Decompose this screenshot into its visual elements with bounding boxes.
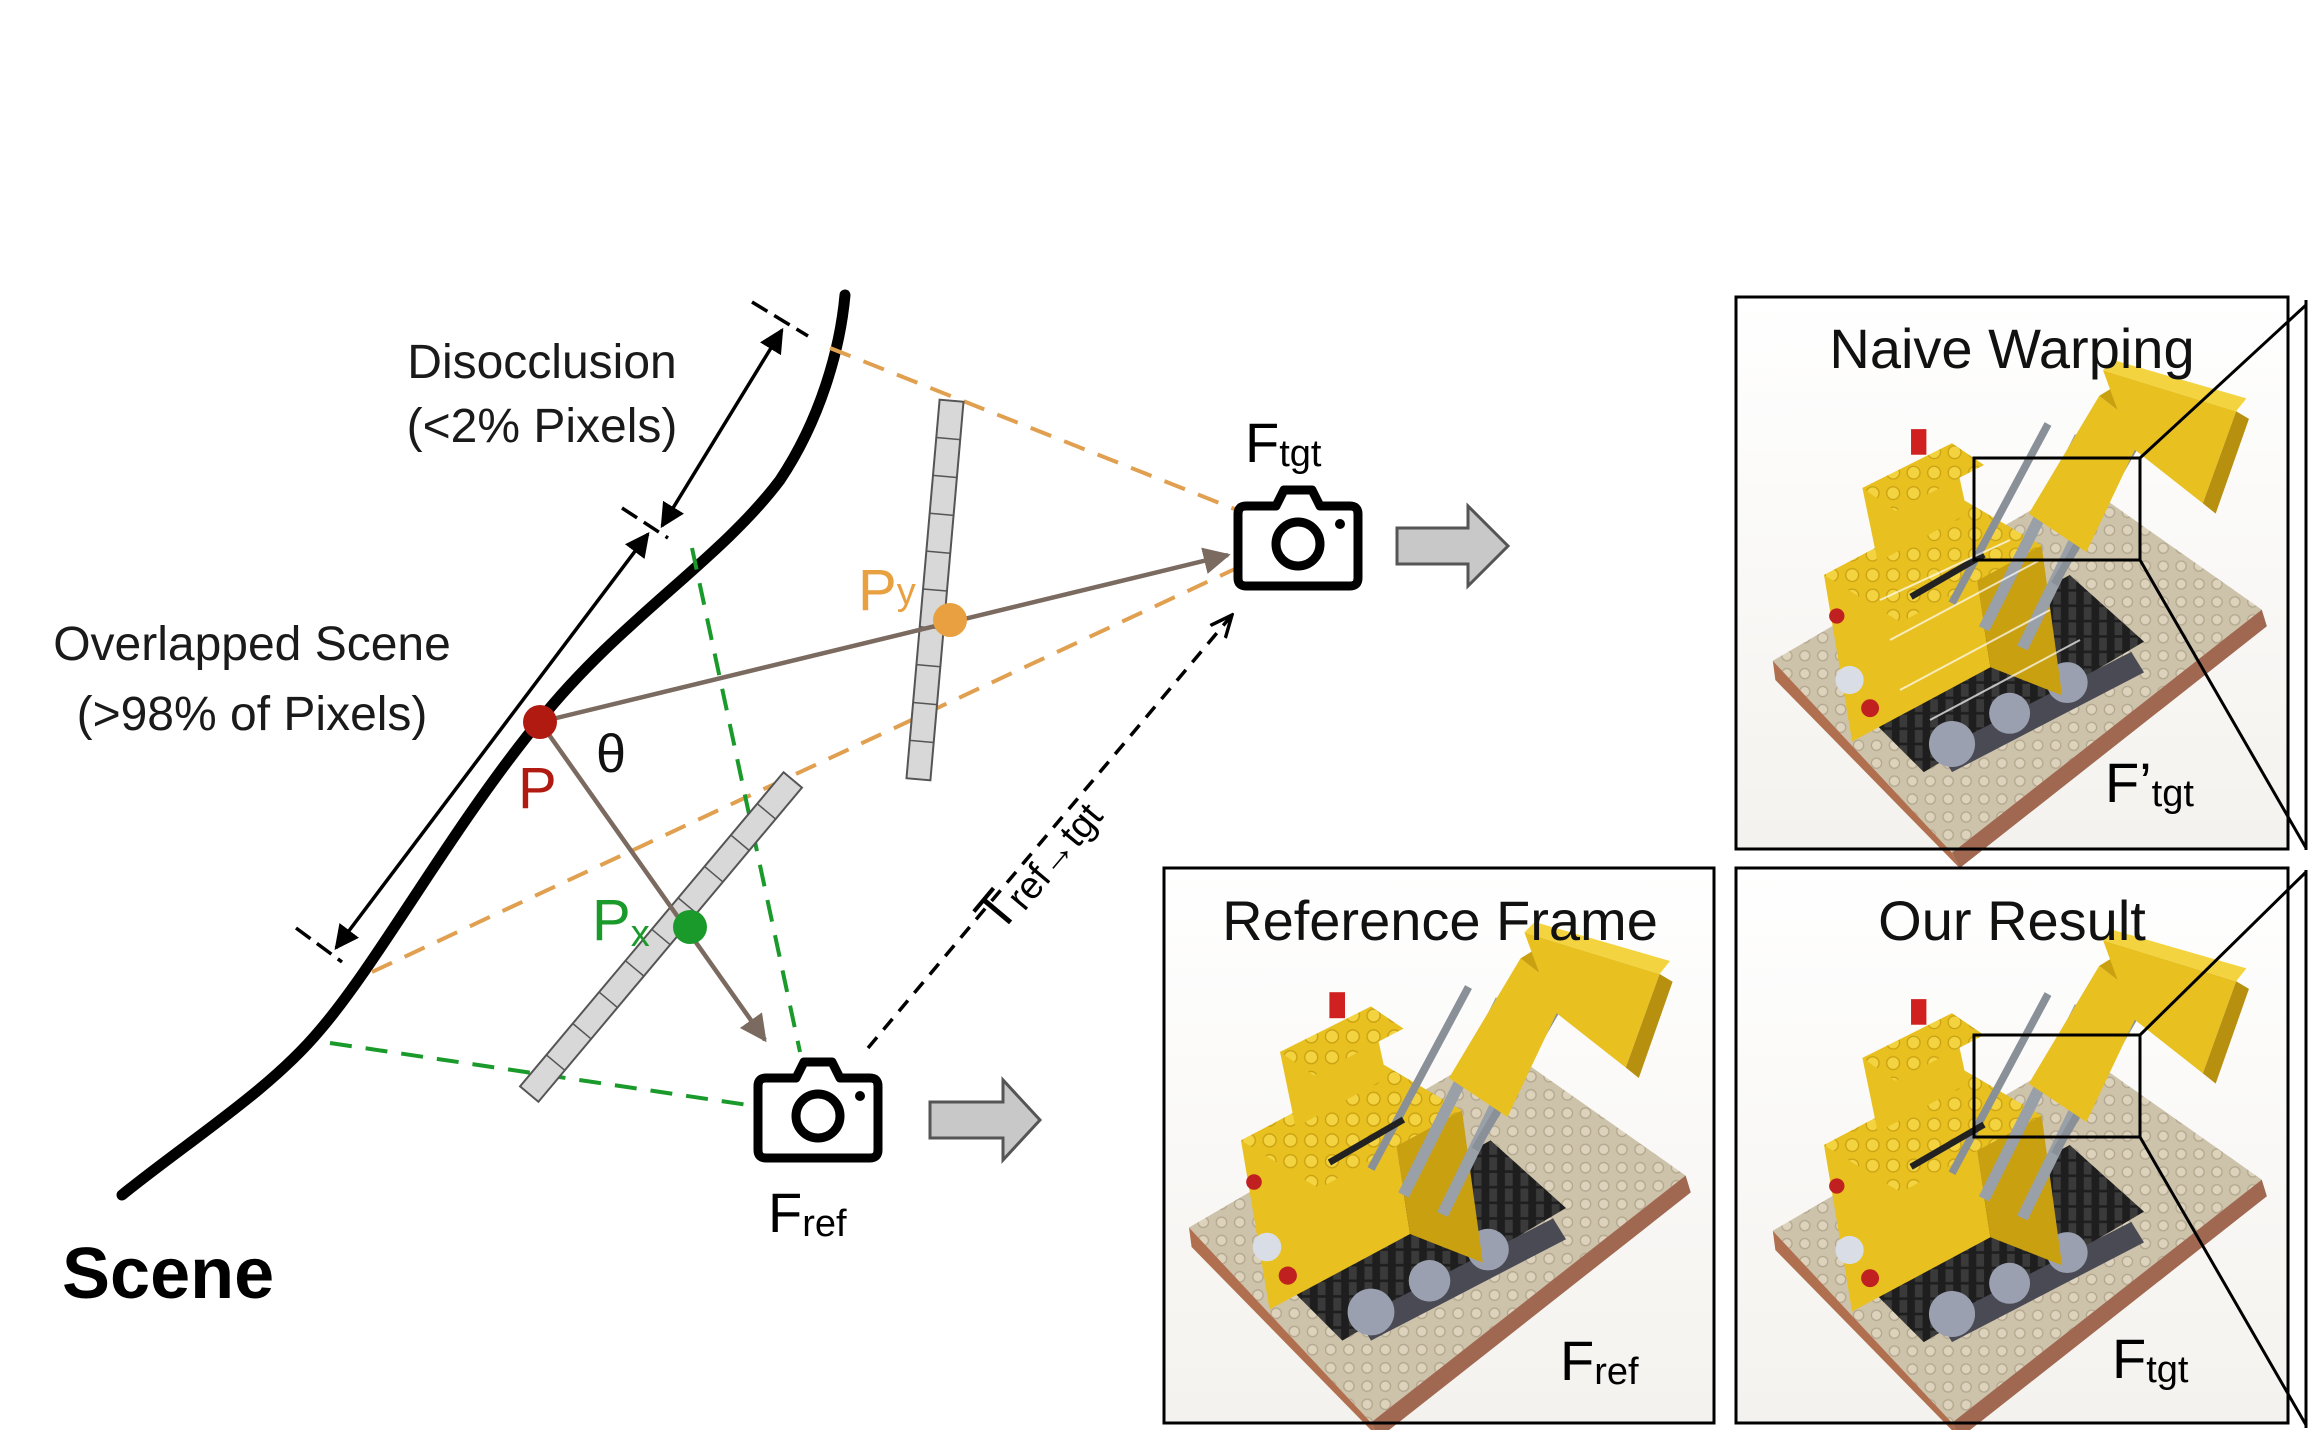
disocclusion-label-line1: Disocclusion <box>407 336 676 389</box>
target-camera-icon <box>1233 485 1363 591</box>
reference-camera-icon <box>753 1057 883 1163</box>
disocclusion-label-line2: (<2% Pixels) <box>407 400 678 453</box>
disocclusion-extent-arrow <box>621 300 809 540</box>
reference-frame-panel: Reference Frame Fref <box>1162 866 1716 1430</box>
overlap-label-line2: (>98% of Pixels) <box>77 688 428 741</box>
naive-warping-frame-label: F’tgt <box>2105 751 2194 815</box>
point-p-label: P <box>518 756 557 821</box>
reference-frustum-lines <box>329 547 802 1107</box>
ray-to-reference <box>538 720 767 1043</box>
transform-label: Tref→tgt <box>963 783 1111 943</box>
reference-image-plane <box>518 770 804 1104</box>
our-result-frame-label: Ftgt <box>2112 1327 2189 1391</box>
reference-camera-label: Fref <box>768 1181 847 1245</box>
point-py-label: Py <box>858 558 916 623</box>
theta-label: θ <box>596 724 626 784</box>
ray-to-target <box>539 547 1231 725</box>
reference-frame-label: Fref <box>1560 1329 1639 1393</box>
point-px <box>673 910 707 944</box>
naive-warping-title: Naive Warping <box>1829 317 2194 380</box>
zoom-callout-lines <box>2138 300 2308 1428</box>
point-p <box>523 705 557 739</box>
reference-frame-title: Reference Frame <box>1222 889 1658 952</box>
scene-title: Scene <box>62 1234 274 1314</box>
overlap-extent-arrow <box>294 532 650 964</box>
our-result-panel: Our Result Ftgt <box>1734 866 2290 1430</box>
geometry-diagram: Disocclusion (<2% Pixels) Overlapped Sce… <box>53 289 1511 1314</box>
naive-warping-artifacts <box>1879 539 2081 721</box>
overlap-label-line1: Overlapped Scene <box>53 618 451 671</box>
point-px-label: Px <box>592 888 650 955</box>
our-result-title: Our Result <box>1878 889 2146 952</box>
reference-arrow-right-icon <box>928 1076 1043 1164</box>
point-py <box>933 603 967 637</box>
target-arrow-right-icon <box>1395 502 1511 590</box>
target-camera-label: Ftgt <box>1245 411 1322 475</box>
naive-warping-panel: Naive Warping F’tgt <box>1734 295 2290 868</box>
